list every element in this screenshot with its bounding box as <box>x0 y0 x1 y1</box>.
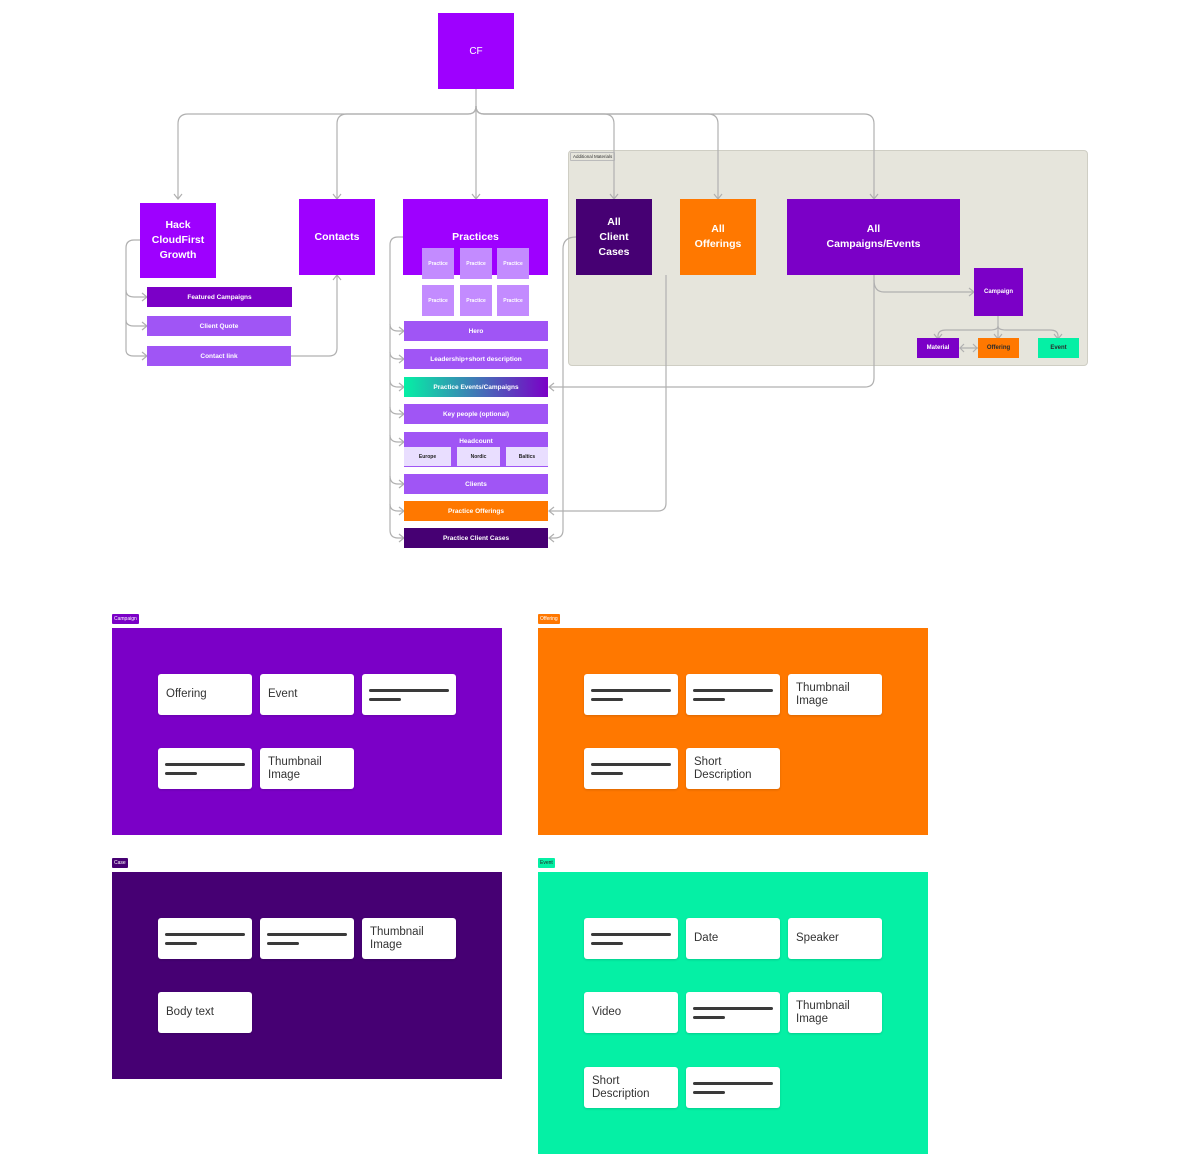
case-card-placeholder[interactable] <box>158 918 252 959</box>
node-hack-cloudfirst-growth[interactable]: Hack CloudFirst Growth <box>140 203 216 278</box>
campaign-card-event[interactable]: Event <box>260 674 354 715</box>
campaign-card-thumbnail[interactable]: Thumbnail Image <box>260 748 354 789</box>
practice-tile[interactable]: Practice <box>497 248 529 279</box>
practice-tile[interactable]: Practice <box>460 248 492 279</box>
node-all-campaigns-events[interactable]: All Campaigns/Events <box>787 199 960 275</box>
practice-hero[interactable]: Hero <box>404 321 548 341</box>
event-card-placeholder[interactable] <box>584 918 678 959</box>
additional-materials-tag: Additional Materials <box>570 152 616 161</box>
practice-offerings[interactable]: Practice Offerings <box>404 501 548 521</box>
hack-featured-campaigns[interactable]: Featured Campaigns <box>147 287 292 307</box>
hack-contact-link[interactable]: Contact link <box>147 346 291 366</box>
offering-template-frame <box>538 628 928 835</box>
practice-events-campaigns[interactable]: Practice Events/Campaigns <box>404 377 548 397</box>
offering-card-placeholder[interactable] <box>584 748 678 789</box>
practices-title: Practices <box>452 231 499 243</box>
edge-root-contacts <box>336 105 477 199</box>
offering-card-short-description[interactable]: Short Description <box>686 748 780 789</box>
event-template-tag: Event <box>538 858 555 868</box>
practice-client-cases[interactable]: Practice Client Cases <box>404 528 548 548</box>
campaign-template-frame <box>112 628 502 835</box>
case-card-placeholder[interactable] <box>260 918 354 959</box>
practice-key-people[interactable]: Key people (optional) <box>404 404 548 424</box>
practice-tile[interactable]: Practice <box>422 285 454 316</box>
node-contacts[interactable]: Contacts <box>299 199 375 275</box>
node-campaign[interactable]: Campaign <box>974 268 1023 316</box>
offering-card-placeholder[interactable] <box>584 674 678 715</box>
node-all-offerings[interactable]: All Offerings <box>680 199 756 275</box>
practice-clients[interactable]: Clients <box>404 474 548 494</box>
practice-tile[interactable]: Practice <box>460 285 492 316</box>
node-all-client-cases[interactable]: All Client Cases <box>576 199 652 275</box>
case-card-thumbnail[interactable]: Thumbnail Image <box>362 918 456 959</box>
event-card-short-description[interactable]: Short Description <box>584 1067 678 1108</box>
practice-tile[interactable]: Practice <box>497 285 529 316</box>
edge-root-hack <box>177 105 477 199</box>
headcount-region-baltics[interactable]: Baltics <box>506 447 548 466</box>
case-card-body-text[interactable]: Body text <box>158 992 252 1033</box>
campaign-card-placeholder[interactable] <box>362 674 456 715</box>
event-card-date[interactable]: Date <box>686 918 780 959</box>
event-card-thumbnail[interactable]: Thumbnail Image <box>788 992 882 1033</box>
event-card-video[interactable]: Video <box>584 992 678 1033</box>
node-material[interactable]: Material <box>917 338 959 358</box>
event-card-placeholder[interactable] <box>686 1067 780 1108</box>
offering-template-tag: Offering <box>538 614 560 624</box>
practice-leadership[interactable]: Leadership+short description <box>404 349 548 369</box>
practice-tile[interactable]: Practice <box>422 248 454 279</box>
case-template-tag: Case <box>112 858 128 868</box>
campaign-template-tag: Campaign <box>112 614 139 624</box>
headcount-region-nordic[interactable]: Nordic <box>457 447 500 466</box>
offering-card-placeholder[interactable] <box>686 674 780 715</box>
event-card-placeholder[interactable] <box>686 992 780 1033</box>
headcount-region-europe[interactable]: Europe <box>404 447 451 466</box>
node-event[interactable]: Event <box>1038 338 1079 358</box>
case-template-frame <box>112 872 502 1079</box>
hack-client-quote[interactable]: Client Quote <box>147 316 291 336</box>
campaign-card-offering[interactable]: Offering <box>158 674 252 715</box>
node-cf[interactable]: CF <box>438 13 514 89</box>
campaign-card-placeholder[interactable] <box>158 748 252 789</box>
node-offering[interactable]: Offering <box>978 338 1019 358</box>
headcount-label: Headcount <box>459 438 493 445</box>
offering-card-thumbnail[interactable]: Thumbnail Image <box>788 674 882 715</box>
event-card-speaker[interactable]: Speaker <box>788 918 882 959</box>
